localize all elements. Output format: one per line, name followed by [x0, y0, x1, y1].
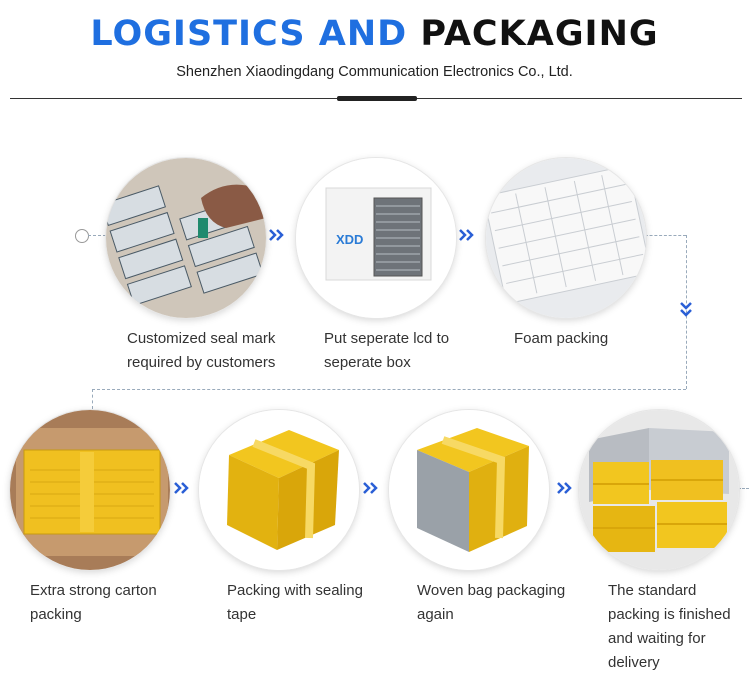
caption-line: Put seperate lcd to: [324, 330, 450, 347]
company-name: Shenzhen Xiaodingdang Communication Elec…: [176, 64, 573, 80]
step-image-sealing-tape: [199, 410, 359, 570]
step-caption: Extra strong carton packing: [30, 579, 157, 627]
step-image-separate-box: XDD: [296, 158, 456, 318]
page-title: LOGISTICS AND PACKAGING: [0, 14, 749, 54]
caption-line: packing is finished: [608, 606, 731, 623]
box-logo-text: XDD: [336, 232, 363, 247]
flow-start-dot: [75, 229, 89, 243]
step-caption: Packing with sealing tape: [227, 579, 363, 627]
caption-line: Foam packing: [514, 330, 609, 347]
caption-line: Packing with sealing: [227, 582, 363, 599]
caption-line: tape: [227, 606, 257, 623]
double-chevron-right-icon: [557, 482, 572, 494]
double-chevron-right-icon: [459, 229, 474, 241]
double-chevron-right-icon: [363, 482, 378, 494]
step-caption: Foam packing: [514, 327, 608, 351]
caption-line: seperate box: [324, 354, 411, 371]
double-chevron-right-icon: [174, 482, 189, 494]
flow-line: [92, 389, 686, 390]
step-caption: The standard packing is finished and wai…: [608, 579, 731, 675]
flow-line: [686, 235, 687, 389]
step-caption: Put seperate lcd to seperate box: [324, 327, 449, 375]
step-caption: Woven bag packaging again: [417, 579, 565, 627]
step-image-finished-packing: [579, 410, 739, 570]
double-chevron-down-icon: [680, 302, 692, 317]
divider-accent: [337, 96, 417, 101]
step-image-carton: [10, 410, 170, 570]
caption-line: packing: [30, 606, 82, 623]
title-blue-part: LOGISTICS AND: [90, 14, 408, 54]
caption-line: Extra strong carton: [30, 582, 157, 599]
step-image-woven-bag: [389, 410, 549, 570]
double-chevron-right-icon: [269, 229, 284, 241]
flow-line: [88, 235, 106, 236]
caption-line: required by customers: [127, 354, 276, 371]
caption-line: Customized seal mark: [127, 330, 276, 347]
caption-line: Woven bag packaging: [417, 582, 566, 599]
caption-line: The standard: [608, 582, 697, 599]
caption-line: again: [417, 606, 454, 623]
caption-line: delivery: [608, 654, 660, 671]
step-image-foam-packing: [486, 158, 646, 318]
caption-line: and waiting for: [608, 630, 706, 647]
step-caption: Customized seal mark required by custome…: [127, 327, 275, 375]
step-image-seal-mark: [106, 158, 266, 318]
flow-line: [92, 389, 93, 409]
flow-line: [738, 488, 749, 489]
flow-line: [640, 235, 686, 236]
title-black-part: PACKAGING: [420, 14, 659, 54]
